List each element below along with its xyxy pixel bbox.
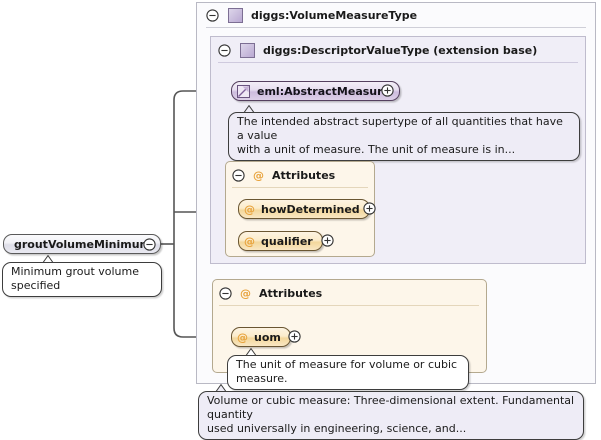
at-icon: @ <box>240 286 251 300</box>
attribute-node-howdetermined[interactable]: @ howDetermined <box>238 199 370 219</box>
type-header-rule-inner <box>218 62 578 63</box>
type-header-rule-outer <box>206 27 586 28</box>
at-icon: @ <box>237 330 248 344</box>
attribute-node-qualifier[interactable]: @ qualifier <box>238 231 323 251</box>
attribute-label-uom: uom <box>254 330 281 344</box>
at-icon: @ <box>244 234 255 248</box>
collapse-toggle-attributes-2[interactable] <box>219 286 232 300</box>
expand-toggle-uom[interactable] <box>288 330 301 343</box>
collapse-toggle-volume-measure-type[interactable] <box>206 8 219 22</box>
abstract-element-icon <box>237 84 250 98</box>
collapse-toggle-attributes-1[interactable] <box>232 168 245 182</box>
expand-toggle-qualifier[interactable] <box>321 234 334 247</box>
attributes-group-header-1: @ Attributes <box>232 166 335 184</box>
element-label-abstract-measure: eml:AbstractMeasure <box>257 84 391 98</box>
type-square-icon <box>228 7 243 23</box>
attributes-group-label-1: Attributes <box>272 168 336 182</box>
attributes-group-label-2: Attributes <box>259 286 323 300</box>
attributes-header-rule-2 <box>219 305 479 306</box>
element-node-groutvolumeminimum[interactable]: groutVolumeMinimum <box>3 234 162 254</box>
type-box-header-descriptor-value-type: diggs:DescriptorValueType (extension bas… <box>218 41 537 59</box>
expand-toggle-abstract-measure[interactable] <box>381 84 394 97</box>
element-node-abstract-measure[interactable]: eml:AbstractMeasure <box>231 81 401 101</box>
attribute-node-uom[interactable]: @ uom <box>231 327 291 347</box>
attribute-label-qualifier: qualifier <box>261 234 313 248</box>
documentation-balloon-abstract-measure: The intended abstract supertype of all q… <box>228 112 580 161</box>
type-label-volume-measure-type: diggs:VolumeMeasureType <box>251 8 418 22</box>
type-square-icon <box>240 42 255 58</box>
attribute-label-howdetermined: howDetermined <box>261 202 360 216</box>
collapse-toggle-groutvolumeminimum[interactable] <box>143 238 156 251</box>
at-icon: @ <box>253 168 264 182</box>
attributes-header-rule-1 <box>232 187 368 188</box>
documentation-balloon-type: Volume or cubic measure: Three-dimension… <box>198 391 584 440</box>
type-box-header-volume-measure-type: diggs:VolumeMeasureType <box>206 6 417 24</box>
at-icon: @ <box>244 202 255 216</box>
element-label-groutvolumeminimum: groutVolumeMinimum <box>14 237 152 251</box>
documentation-balloon-uom: The unit of measure for volume or cubic … <box>227 355 469 390</box>
documentation-balloon-groutvolumeminimum: Minimum grout volume specified <box>2 262 162 297</box>
type-label-descriptor-value-type: diggs:DescriptorValueType (extension bas… <box>263 43 538 57</box>
collapse-toggle-descriptor-value-type[interactable] <box>218 43 231 57</box>
attributes-group-header-2: @ Attributes <box>219 284 322 302</box>
expand-toggle-howdetermined[interactable] <box>363 202 376 215</box>
